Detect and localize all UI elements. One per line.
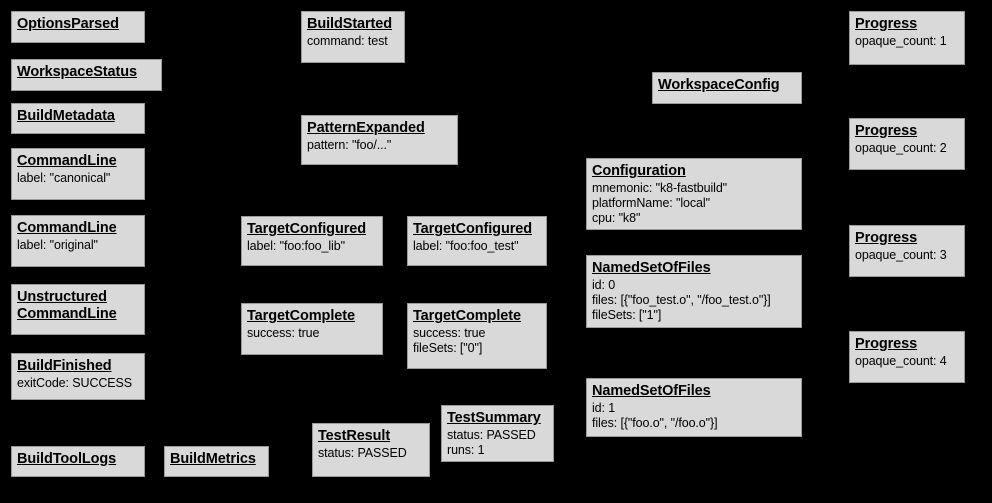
node-field: opaque_count: 1 — [855, 34, 947, 49]
node-fields: label: "original" — [17, 238, 139, 253]
node-options-parsed[interactable]: OptionsParsed — [11, 11, 145, 43]
node-field: fileSets: ["1"] — [592, 307, 662, 322]
node-field: success: true — [247, 326, 320, 341]
node-title: Progress — [855, 336, 918, 352]
node-title: Unstructured CommandLine — [17, 289, 117, 323]
node-fields: opaque_count: 1 — [855, 34, 959, 49]
node-field: exitCode: SUCCESS — [17, 376, 133, 391]
node-pattern-expanded[interactable]: PatternExpanded pattern: "foo/..." — [301, 115, 458, 165]
node-title: TargetConfigured — [247, 221, 366, 237]
node-target-complete-lib[interactable]: TargetComplete success: true — [241, 303, 383, 355]
node-test-result[interactable]: TestResult status: PASSED — [312, 423, 430, 477]
node-field: files: [{"foo.o", "/foo.o"}] — [592, 415, 718, 430]
node-build-finished[interactable]: BuildFinished exitCode: SUCCESS — [11, 353, 145, 400]
node-title: Progress — [855, 230, 918, 246]
node-workspace-status[interactable]: WorkspaceStatus — [11, 59, 162, 91]
node-title: CommandLine — [17, 153, 117, 169]
node-field: pattern: "foo/..." — [307, 138, 392, 153]
node-title: BuildToolLogs — [17, 451, 117, 467]
node-fields: label: "foo:foo_test" — [413, 239, 541, 254]
node-command-line-original[interactable]: CommandLine label: "original" — [11, 215, 145, 267]
node-title: CommandLine — [17, 220, 117, 236]
node-fields: success: true — [247, 326, 377, 341]
node-title: Configuration — [592, 163, 686, 179]
node-field: status: PASSED — [447, 428, 536, 443]
node-command-line-canonical[interactable]: CommandLine label: "canonical" — [11, 148, 145, 200]
node-field: label: "original" — [17, 238, 98, 253]
node-fields: label: "foo:foo_lib" — [247, 239, 377, 254]
node-title: TargetComplete — [413, 308, 521, 324]
node-field: label: "foo:foo_lib" — [247, 239, 345, 254]
node-build-metadata[interactable]: BuildMetadata — [11, 103, 145, 134]
node-unstructured-command-line[interactable]: Unstructured CommandLine — [11, 284, 145, 335]
node-fields: exitCode: SUCCESS — [17, 376, 139, 391]
node-title: Progress — [855, 123, 918, 139]
node-field: success: true — [413, 326, 486, 341]
node-progress-3[interactable]: Progress opaque_count: 3 — [849, 225, 965, 277]
node-title: BuildStarted — [307, 16, 393, 32]
node-fields: mnemonic: "k8-fastbuild"platformName: "l… — [592, 181, 796, 225]
node-title: TestSummary — [447, 410, 541, 426]
node-fields: opaque_count: 4 — [855, 354, 959, 369]
node-title: PatternExpanded — [307, 120, 425, 136]
node-title: OptionsParsed — [17, 16, 119, 32]
node-title: NamedSetOfFiles — [592, 383, 711, 399]
node-field: status: PASSED — [318, 446, 407, 461]
node-title: BuildMetadata — [17, 108, 115, 124]
node-progress-4[interactable]: Progress opaque_count: 4 — [849, 331, 965, 383]
node-progress-1[interactable]: Progress opaque_count: 1 — [849, 11, 965, 65]
node-field: platformName: "local" — [592, 195, 710, 210]
node-fields: label: "canonical" — [17, 171, 139, 186]
node-title: NamedSetOfFiles — [592, 260, 711, 276]
node-field: id: 0 — [592, 278, 616, 293]
node-target-configured-foo-lib[interactable]: TargetConfigured label: "foo:foo_lib" — [241, 216, 383, 266]
node-field: mnemonic: "k8-fastbuild" — [592, 181, 728, 196]
node-field: runs: 1 — [447, 442, 485, 457]
node-title: TargetConfigured — [413, 221, 532, 237]
node-build-metrics[interactable]: BuildMetrics — [164, 446, 269, 477]
node-field: label: "canonical" — [17, 171, 111, 186]
node-title: TargetComplete — [247, 308, 355, 324]
node-target-configured-foo-test[interactable]: TargetConfigured label: "foo:foo_test" — [407, 216, 547, 266]
node-build-started[interactable]: BuildStarted command: test — [301, 11, 405, 63]
node-fields: pattern: "foo/..." — [307, 138, 452, 153]
node-field: files: [{"foo_test.o", "/foo_test.o"}] — [592, 292, 771, 307]
node-build-tool-logs[interactable]: BuildToolLogs — [11, 446, 145, 477]
node-field: fileSets: ["0"] — [413, 340, 483, 355]
node-fields: opaque_count: 2 — [855, 141, 959, 156]
node-title: BuildMetrics — [170, 451, 256, 467]
node-field: opaque_count: 2 — [855, 141, 947, 156]
node-title: TestResult — [318, 428, 391, 444]
node-title: WorkspaceConfig — [658, 77, 780, 93]
node-configuration[interactable]: Configuration mnemonic: "k8-fastbuild"pla… — [586, 158, 802, 230]
node-workspace-config[interactable]: WorkspaceConfig — [652, 72, 802, 104]
node-fields: opaque_count: 3 — [855, 248, 959, 263]
node-title: WorkspaceStatus — [17, 64, 137, 80]
node-title: BuildFinished — [17, 358, 112, 374]
node-field: opaque_count: 4 — [855, 354, 947, 369]
node-field: id: 1 — [592, 401, 616, 416]
node-field: cpu: "k8" — [592, 210, 641, 225]
node-title: Progress — [855, 16, 918, 32]
node-fields: status: PASSED — [318, 446, 424, 461]
node-progress-2[interactable]: Progress opaque_count: 2 — [849, 118, 965, 170]
node-field: command: test — [307, 34, 388, 49]
node-field: opaque_count: 3 — [855, 248, 947, 263]
node-fields: command: test — [307, 34, 399, 49]
node-field: label: "foo:foo_test" — [413, 239, 519, 254]
